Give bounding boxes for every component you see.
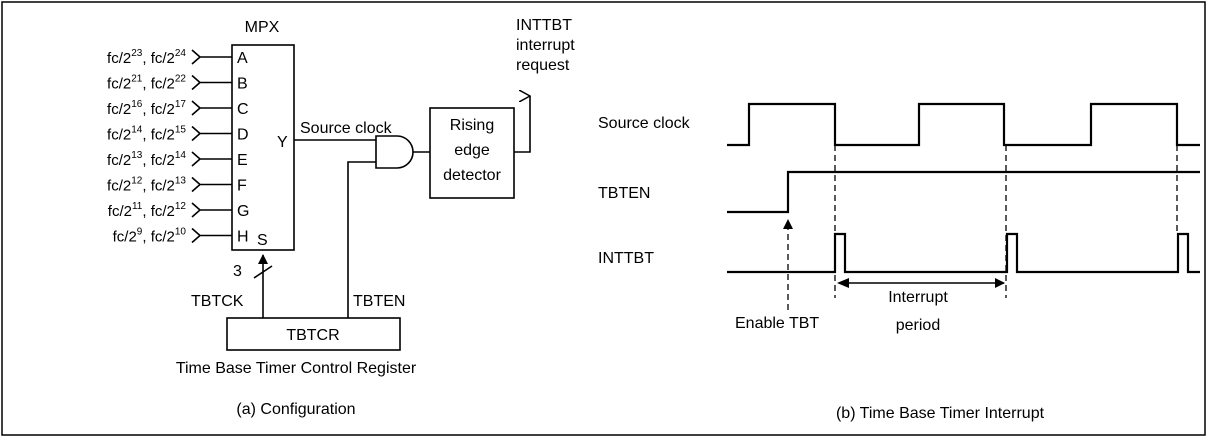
tbtcr-label: TBTCR (286, 327, 339, 344)
mux-input-label: fc/223, fc/224 (107, 48, 186, 67)
configuration-panel: MPX fc/223, fc/224 Afc/221, fc/222 Bfc/216… (107, 17, 575, 418)
mux-input-wire (191, 125, 232, 142)
tbten-label: TBTEN (353, 293, 405, 310)
detector-line-3: detector (443, 167, 501, 184)
mux-title: MPX (245, 19, 280, 36)
mux-input-row: fc/216, fc/217 C (107, 99, 249, 118)
mux-input-label: fc/214, fc/215 (107, 125, 186, 144)
signal-label-inttbt: INTTBT (598, 250, 654, 267)
signal-label-tbten: TBTEN (598, 185, 650, 202)
signal-label-source-clock: Source clock (598, 115, 691, 132)
mux-input-row: fc/29, fc/210 H (113, 227, 249, 246)
mux-input-row: fc/211, fc/212 G (108, 201, 250, 220)
mux-input-letter: G (237, 203, 249, 220)
mux-input-letter: H (237, 229, 249, 246)
mux-input-wire (191, 151, 232, 167)
source-clock-waveform (727, 102, 1200, 147)
mux-select-letter: S (257, 232, 268, 249)
mux-input-wire (191, 176, 232, 193)
mux-input-letter: F (237, 178, 247, 195)
mux-input-wire (191, 100, 232, 116)
interrupt-request-line-2: interrupt (516, 37, 575, 54)
mux-input-letter: D (237, 127, 249, 144)
period-arrowhead-left (837, 278, 849, 288)
mux-input-wire (191, 74, 232, 91)
mux-inputs: fc/223, fc/224 Afc/221, fc/222 Bfc/216, fc… (107, 48, 249, 246)
tbtck-label: TBTCK (191, 293, 244, 310)
mux-output-letter: Y (277, 134, 288, 151)
mux-input-row: fc/223, fc/224 A (107, 48, 248, 67)
interrupt-period-line-2: period (896, 317, 940, 334)
mux-input-letter: E (237, 152, 248, 169)
mux-input-wire (191, 49, 232, 65)
mux-input-letter: B (237, 76, 248, 93)
mux-input-label: fc/216, fc/217 (107, 99, 186, 118)
interrupt-request-arrow (514, 96, 530, 153)
inttbt-waveform (727, 232, 1200, 274)
detector-line-2: edge (454, 142, 490, 159)
register-caption: Time Base Timer Control Register (176, 360, 417, 377)
configuration-caption: (a) Configuration (236, 401, 355, 418)
mux-input-label: fc/212, fc/213 (107, 176, 186, 195)
mux-input-label: fc/211, fc/212 (108, 201, 187, 220)
enable-tbt-label: Enable TBT (735, 315, 819, 332)
mux-input-wire (191, 202, 232, 218)
rising-edge-detector-block (429, 107, 515, 199)
mux-input-row: fc/213, fc/214 E (107, 150, 248, 169)
mux-input-letter: C (237, 101, 249, 118)
mux-input-label: fc/213, fc/214 (107, 150, 186, 169)
interrupt-request-line-3: request (516, 57, 570, 74)
mux-input-label: fc/29, fc/210 (113, 227, 187, 246)
bus-slash (253, 265, 273, 279)
tbtcr-register (226, 317, 401, 351)
timing-panel: Source clock TBTEN INTTBT Enable TBT Int… (598, 102, 1200, 422)
mux-input-row: fc/212, fc/213 F (107, 176, 247, 195)
mux-input-row: fc/221, fc/222 B (107, 74, 248, 93)
interrupt-period-line-1: Interrupt (888, 289, 948, 306)
interrupt-request-line-1: INTTBT (516, 17, 572, 34)
multiplexer-block (231, 44, 295, 251)
bus-width-label: 3 (233, 263, 242, 280)
mux-input-row: fc/214, fc/215 D (107, 125, 249, 144)
tbten-wire (347, 161, 376, 318)
mux-input-wire (191, 227, 232, 244)
timing-caption: (b) Time Base Timer Interrupt (836, 405, 1045, 422)
mux-input-label: fc/221, fc/222 (107, 74, 186, 93)
and-gate (375, 135, 414, 169)
mux-input-letter: A (237, 50, 248, 67)
detector-line-1: Rising (450, 117, 494, 134)
tbten-waveform (727, 170, 1200, 214)
source-clock-label: Source clock (300, 120, 393, 137)
